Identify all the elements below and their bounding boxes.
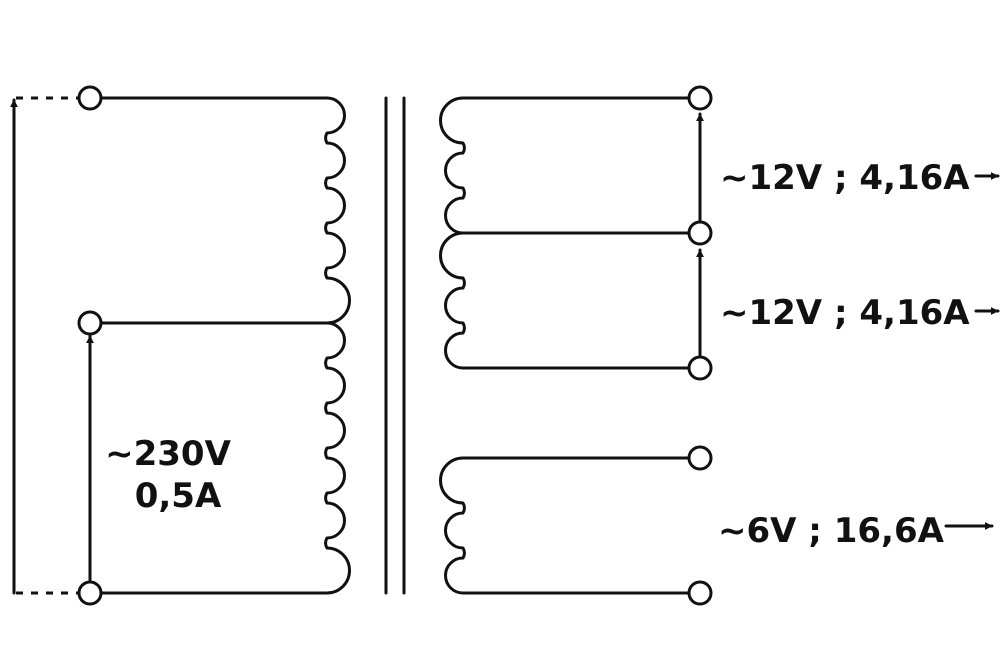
secondary-1-terminal-bottom (687, 220, 713, 246)
secondary-2-coil (439, 231, 466, 370)
secondary-1-terminal-top (687, 85, 713, 111)
secondary-winding-1 (439, 85, 713, 246)
primary-terminal-tap (77, 310, 103, 336)
primary-terminal-top (77, 85, 103, 111)
secondary-2-terminal-bottom (687, 355, 713, 381)
primary-voltage-label: ~230V (105, 434, 231, 474)
secondary-1-label: ~12V ; 4,16A (720, 158, 970, 198)
primary-winding (10, 85, 351, 606)
transformer-core (384, 96, 406, 595)
secondary-winding-3 (439, 445, 713, 606)
secondary-3-terminal-bottom (687, 580, 713, 606)
primary-coil (324, 96, 351, 595)
secondary-winding-2 (439, 231, 713, 381)
secondary-2-label: ~12V ; 4,16A (720, 293, 970, 333)
primary-terminal-bottom (77, 580, 103, 606)
secondary-3-coil (439, 456, 466, 595)
secondary-3-terminal-top (687, 445, 713, 471)
secondary-1-coil (439, 96, 466, 235)
primary-current-label: 0,5A (135, 476, 222, 516)
secondary-3-label: ~6V ; 16,6A (718, 511, 945, 551)
